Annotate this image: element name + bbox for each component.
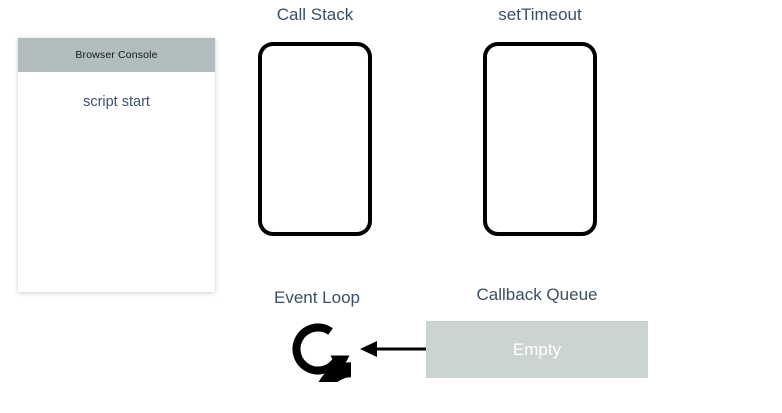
call-stack-box — [258, 42, 372, 236]
browser-console-output: script start — [18, 72, 215, 292]
callback-queue-title: Callback Queue — [476, 285, 598, 304]
event-loop-title: Event Loop — [273, 288, 360, 307]
browser-console-panel: Browser Console script start — [18, 38, 215, 292]
callback-queue-status: Empty — [512, 339, 562, 359]
browser-console-title: Browser Console — [75, 49, 158, 61]
callback-queue-box: Empty — [426, 321, 648, 378]
set-timeout-title: setTimeout — [498, 5, 582, 24]
set-timeout-box — [483, 42, 597, 236]
browser-console-header: Browser Console — [18, 38, 215, 72]
queue-to-loop-arrow-icon — [358, 336, 430, 362]
circular-arrow-clockwise-icon — [285, 316, 388, 413]
console-log-line: script start — [83, 94, 150, 110]
call-stack-title: Call Stack — [276, 5, 354, 24]
